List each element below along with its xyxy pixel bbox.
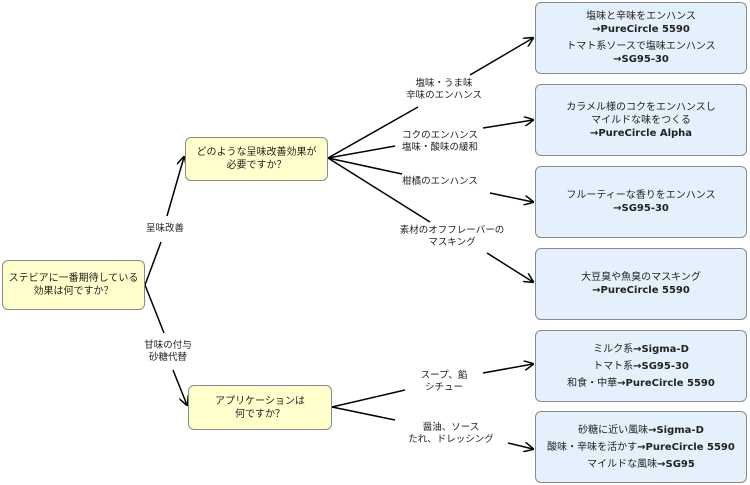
edge-taste-koku-arrow (482, 120, 533, 129)
edge-label-taste-improvement: 呈味改善 (143, 223, 187, 235)
edge-taste-masking-arrow (486, 252, 533, 282)
answer-node-masking: 大豆臭や魚臭のマスキング →PureCircle 5590 (535, 248, 747, 320)
answer-soup-row2-product: →SG95-30 (633, 360, 689, 372)
answer-salty-text1: 塩味と辛味をエンハンス (586, 11, 696, 22)
answer-soup-row2-text: トマト系 (593, 360, 634, 372)
answer-soy-row3-product: →SG95 (657, 458, 695, 470)
answer-citrus-product: →SG95-30 (613, 203, 669, 214)
edge-taste-salty-arrow (469, 38, 533, 76)
answer-salty-product2: →SG95-30 (613, 54, 669, 65)
taste-question-line2: 必要ですか？ (226, 160, 287, 171)
edge-label-salty: 塩味・うま味 辛味のエンハンス (404, 78, 484, 102)
edge-label-soup-line2: シチュー (424, 382, 463, 393)
edge-label-masking: 素材のオフフレーバーの マスキング (397, 225, 507, 249)
root-question-node: ステビアに一番期待している 効果は何ですか？ (2, 260, 145, 310)
edge-label-soy-line1: 醤油、ソース (422, 422, 480, 433)
answer-node-koku: カラメル様のコクをエンハンスし マイルドな味をつくる →PureCircle A… (535, 84, 747, 156)
edge-label-koku-line1: コクのエンハンス (402, 130, 478, 141)
taste-question-node: どのような呈味改善効果が 必要ですか？ (185, 137, 328, 181)
answer-soup-row3-product: →PureCircle 5590 (617, 377, 715, 389)
edge-label-soup-line1: スープ、餡 (420, 370, 468, 381)
answer-soy-row2-text: 酸味・辛味を活かす (547, 441, 638, 453)
edge-taste-salty (327, 106, 419, 159)
root-question-line2: 効果は何ですか？ (33, 286, 114, 297)
answer-koku-text2: マイルドな味をつくる (591, 114, 691, 126)
edge-label-koku: コクのエンハンス 塩味・酸味の緩和 (399, 130, 481, 154)
answer-soup-row3: 和食・中華→PureCircle 5590 (567, 377, 715, 390)
edge-taste-koku (327, 145, 396, 159)
edge-label-masking-line1: 素材のオフフレーバーの (399, 225, 505, 236)
application-question-line1: アプリケーションは (215, 395, 305, 407)
edge-label-soup: スープ、餡 シチュー (418, 370, 470, 394)
answer-soup-row3-text: 和食・中華 (567, 377, 618, 389)
edge-root-to-app-arrow (172, 369, 187, 405)
answer-soup-row1: ミルク系→Sigma-D (593, 343, 689, 356)
edge-label-citrus: 柑橘のエンハンス (400, 176, 480, 188)
edge-label-masking-line2: マスキング (428, 237, 476, 248)
edge-taste-citrus (327, 157, 403, 175)
answer-soy-row2-product: →PureCircle 5590 (637, 441, 735, 453)
answer-soy-row2: 酸味・辛味を活かす→PureCircle 5590 (547, 441, 735, 454)
edge-app-soy (331, 406, 396, 421)
answer-soy-row3: マイルドな風味→SG95 (587, 458, 695, 471)
edge-label-salty-line1: 塩味・うま味 (415, 78, 473, 89)
answer-soup-row1-text: ミルク系 (593, 343, 634, 355)
edge-app-soup (331, 389, 406, 408)
edge-label-sweetness-line1: 甘味の付与 (144, 340, 192, 351)
answer-node-soy: 砂糖に近い風味→Sigma-D 酸味・辛味を活かす→PureCircle 559… (535, 411, 747, 483)
answer-koku-product: →PureCircle Alpha (589, 127, 693, 139)
answer-soy-row1-product: →Sigma-D (648, 424, 704, 436)
edge-root-to-taste (144, 241, 162, 286)
edge-root-to-app (144, 284, 165, 334)
answer-masking-product: →PureCircle 5590 (592, 285, 690, 296)
edge-app-soup-arrow (482, 364, 533, 374)
answer-masking-text: 大豆臭や魚臭のマスキング (581, 272, 701, 283)
edge-app-soy-arrow (507, 443, 533, 449)
edge-taste-citrus-arrow (489, 192, 533, 202)
answer-salty-text2: トマト系ソースで塩味エンハンス (566, 41, 716, 52)
answer-soup-row1-product: →Sigma-D (633, 343, 689, 355)
answer-soup-row2: トマト系→SG95-30 (593, 360, 689, 373)
answer-node-citrus: フルーティーな香りをエンハンス →SG95-30 (535, 166, 747, 238)
answer-node-soup: ミルク系→Sigma-D トマト系→SG95-30 和食・中華→PureCirc… (535, 330, 747, 402)
edge-label-soy: 醤油、ソース たれ、ドレッシング (406, 422, 496, 446)
root-question-line1: ステビアに一番期待している (8, 273, 139, 284)
application-question-node: アプリケーションは 何ですか？ (188, 385, 332, 430)
edge-label-koku-line2: 塩味・酸味の緩和 (401, 142, 479, 153)
edge-label-sweetness-line2: 砂糖代替 (148, 352, 188, 363)
edge-root-to-taste-arrow (166, 157, 184, 217)
application-question-line2: 何ですか？ (235, 408, 285, 420)
answer-koku-text1: カラメル様のコクをエンハンスし (566, 101, 716, 113)
edge-label-soy-line2: たれ、ドレッシング (408, 434, 494, 445)
answer-soy-row3-text: マイルドな風味 (587, 458, 658, 470)
answer-soy-row1: 砂糖に近い風味→Sigma-D (578, 424, 704, 437)
answer-citrus-text: フルーティーな香りをエンハンス (566, 190, 716, 201)
answer-node-salty: 塩味と辛味をエンハンス →PureCircle 5590 トマト系ソースで塩味エ… (535, 2, 747, 74)
edge-taste-masking (327, 157, 431, 223)
answer-salty-product1: →PureCircle 5590 (592, 24, 690, 35)
answer-soy-row1-text: 砂糖に近い風味 (578, 424, 649, 436)
taste-question-line1: どのような呈味改善効果が (196, 147, 317, 158)
edge-label-salty-line2: 辛味のエンハンス (406, 90, 482, 101)
edge-label-sweetness: 甘味の付与 砂糖代替 (142, 340, 194, 364)
